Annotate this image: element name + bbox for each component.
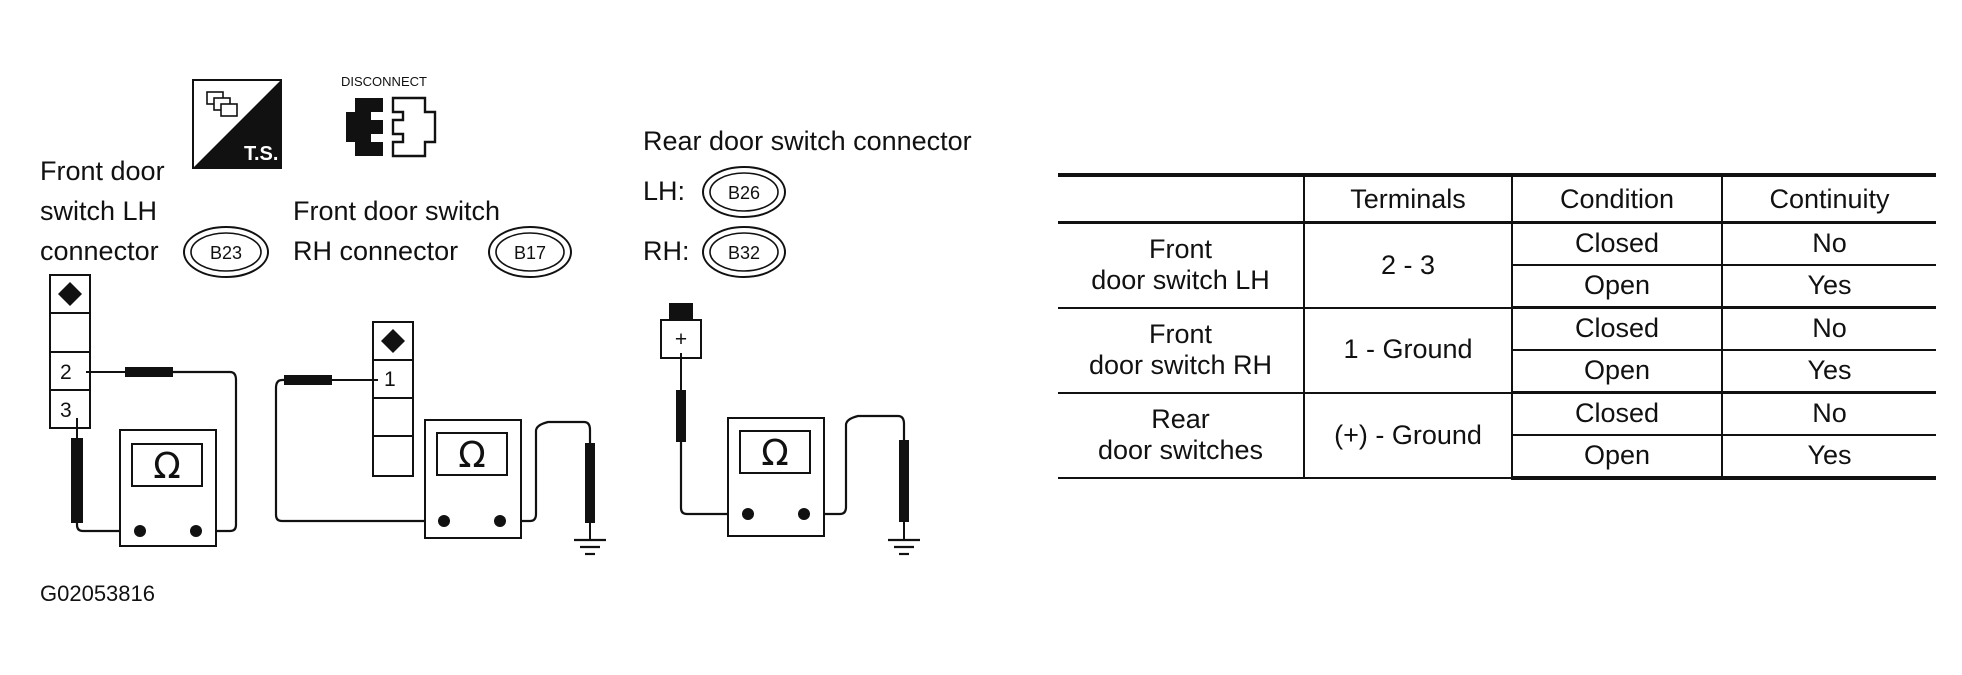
terminals-cell: (+) - Ground (1303, 392, 1512, 479)
terminals-cell: 1 - Ground (1303, 307, 1512, 394)
table-row: Front door switch RH 1 - Ground Closed N… (1058, 307, 1936, 394)
lock-marker-icon (381, 329, 405, 353)
rear-lh-connector-code: B26 (702, 166, 786, 218)
header-terminals: Terminals (1303, 173, 1512, 224)
front-lh-pin-b: 3 (60, 399, 72, 422)
item-line: Front (1148, 234, 1213, 265)
front-lh-connector-code: B23 (183, 226, 269, 278)
rear-rh-label: RH: (643, 236, 690, 266)
disconnect-icon: DISCONNECT (341, 74, 437, 158)
continuity-cell: No (1721, 307, 1936, 351)
figure-id: G02053816 (40, 581, 155, 606)
rear-rh-code: B32 (728, 243, 760, 263)
rear-lh-label: LH: (643, 176, 685, 206)
front-lh-pin-a: 2 (60, 361, 72, 384)
front-rh-group: Front door switch RH connector B17 1 (274, 196, 606, 556)
lock-marker-icon (58, 282, 82, 306)
item-cell: Front door switch RH (1058, 307, 1304, 394)
item-line: Rear (1151, 404, 1210, 435)
table-row: Open Yes (1058, 265, 1936, 309)
item-line: door switches (1097, 435, 1264, 466)
rear-switch-terminal: + (660, 303, 702, 359)
front-rh-label-2: RH connector (293, 236, 458, 266)
front-lh-label-3: connector (40, 236, 159, 266)
front-rh-probe (274, 375, 444, 523)
front-lh-ohm-symbol: Ω (153, 446, 181, 487)
rear-group: Rear door switch connector LH: B26 RH: B… (643, 126, 972, 556)
front-rh-ground-lead (500, 420, 595, 540)
front-rh-connector-face: 1 (372, 321, 414, 477)
front-lh-probe-b (71, 418, 140, 533)
continuity-table: Terminals Condition Continuity Front doo… (1058, 173, 1936, 480)
front-rh-ohmmeter: Ω (424, 419, 522, 539)
front-lh-label-1: Front door (40, 156, 165, 186)
front-rh-connector-code: B17 (488, 226, 572, 278)
continuity-cell: No (1721, 222, 1936, 266)
item-line: door switch RH (1088, 350, 1273, 380)
rear-ohmmeter: Ω (727, 417, 825, 537)
rear-plus-label: + (675, 328, 687, 351)
front-rh-label-1: Front door switch (293, 196, 500, 226)
condition-cell: Closed (1511, 222, 1722, 266)
table-row: Rear door switches (+) - Ground Closed N… (1058, 392, 1936, 479)
rear-title: Rear door switch connector (643, 126, 972, 156)
continuity-cell: Yes (1721, 435, 1936, 480)
ground-icon (574, 538, 606, 556)
table-row: Open Yes (1058, 350, 1936, 394)
condition-cell: Open (1511, 350, 1722, 394)
table-row: Open Yes (1058, 435, 1936, 480)
ts-icon: T.S. (192, 79, 282, 169)
front-lh-code: B23 (210, 243, 242, 263)
rear-ground-lead (804, 414, 909, 540)
front-rh-pin: 1 (384, 368, 396, 391)
rear-lh-code: B26 (728, 183, 760, 203)
condition-cell: Open (1511, 435, 1722, 480)
header-continuity: Continuity (1721, 173, 1936, 224)
rear-probe (676, 353, 748, 516)
front-lh-probe-a (86, 367, 238, 533)
table-row: Front door switch LH 2 - 3 Closed No (1058, 222, 1936, 309)
table-header-row: Terminals Condition Continuity (1058, 173, 1936, 224)
front-rh-code: B17 (514, 243, 546, 263)
continuity-cell: No (1721, 392, 1936, 436)
front-lh-group: Front door switch LH connector B23 2 3 (40, 156, 269, 547)
disconnect-icon-label: DISCONNECT (341, 74, 427, 89)
item-line: door switch LH (1091, 265, 1270, 296)
terminals-cell: 2 - 3 (1303, 222, 1512, 309)
continuity-cell: Yes (1721, 265, 1936, 309)
condition-cell: Closed (1511, 307, 1722, 351)
ground-icon (888, 538, 920, 556)
item-cell: Front door switch LH (1058, 222, 1304, 309)
front-lh-label-2: switch LH (40, 196, 157, 226)
rear-ohm-symbol: Ω (761, 433, 789, 474)
item-line: Front (1148, 318, 1213, 349)
front-rh-ohm-symbol: Ω (458, 435, 486, 476)
rear-rh-connector-code: B32 (702, 226, 786, 278)
header-condition: Condition (1511, 173, 1722, 224)
header-item (1058, 173, 1304, 224)
condition-cell: Closed (1511, 392, 1722, 436)
ts-icon-label: T.S. (244, 143, 278, 165)
continuity-cell: Yes (1721, 350, 1936, 394)
front-lh-ohmmeter: Ω (119, 429, 217, 547)
item-cell: Rear door switches (1058, 392, 1304, 479)
condition-cell: Open (1511, 265, 1722, 309)
front-lh-connector-face: 2 3 (49, 274, 91, 429)
